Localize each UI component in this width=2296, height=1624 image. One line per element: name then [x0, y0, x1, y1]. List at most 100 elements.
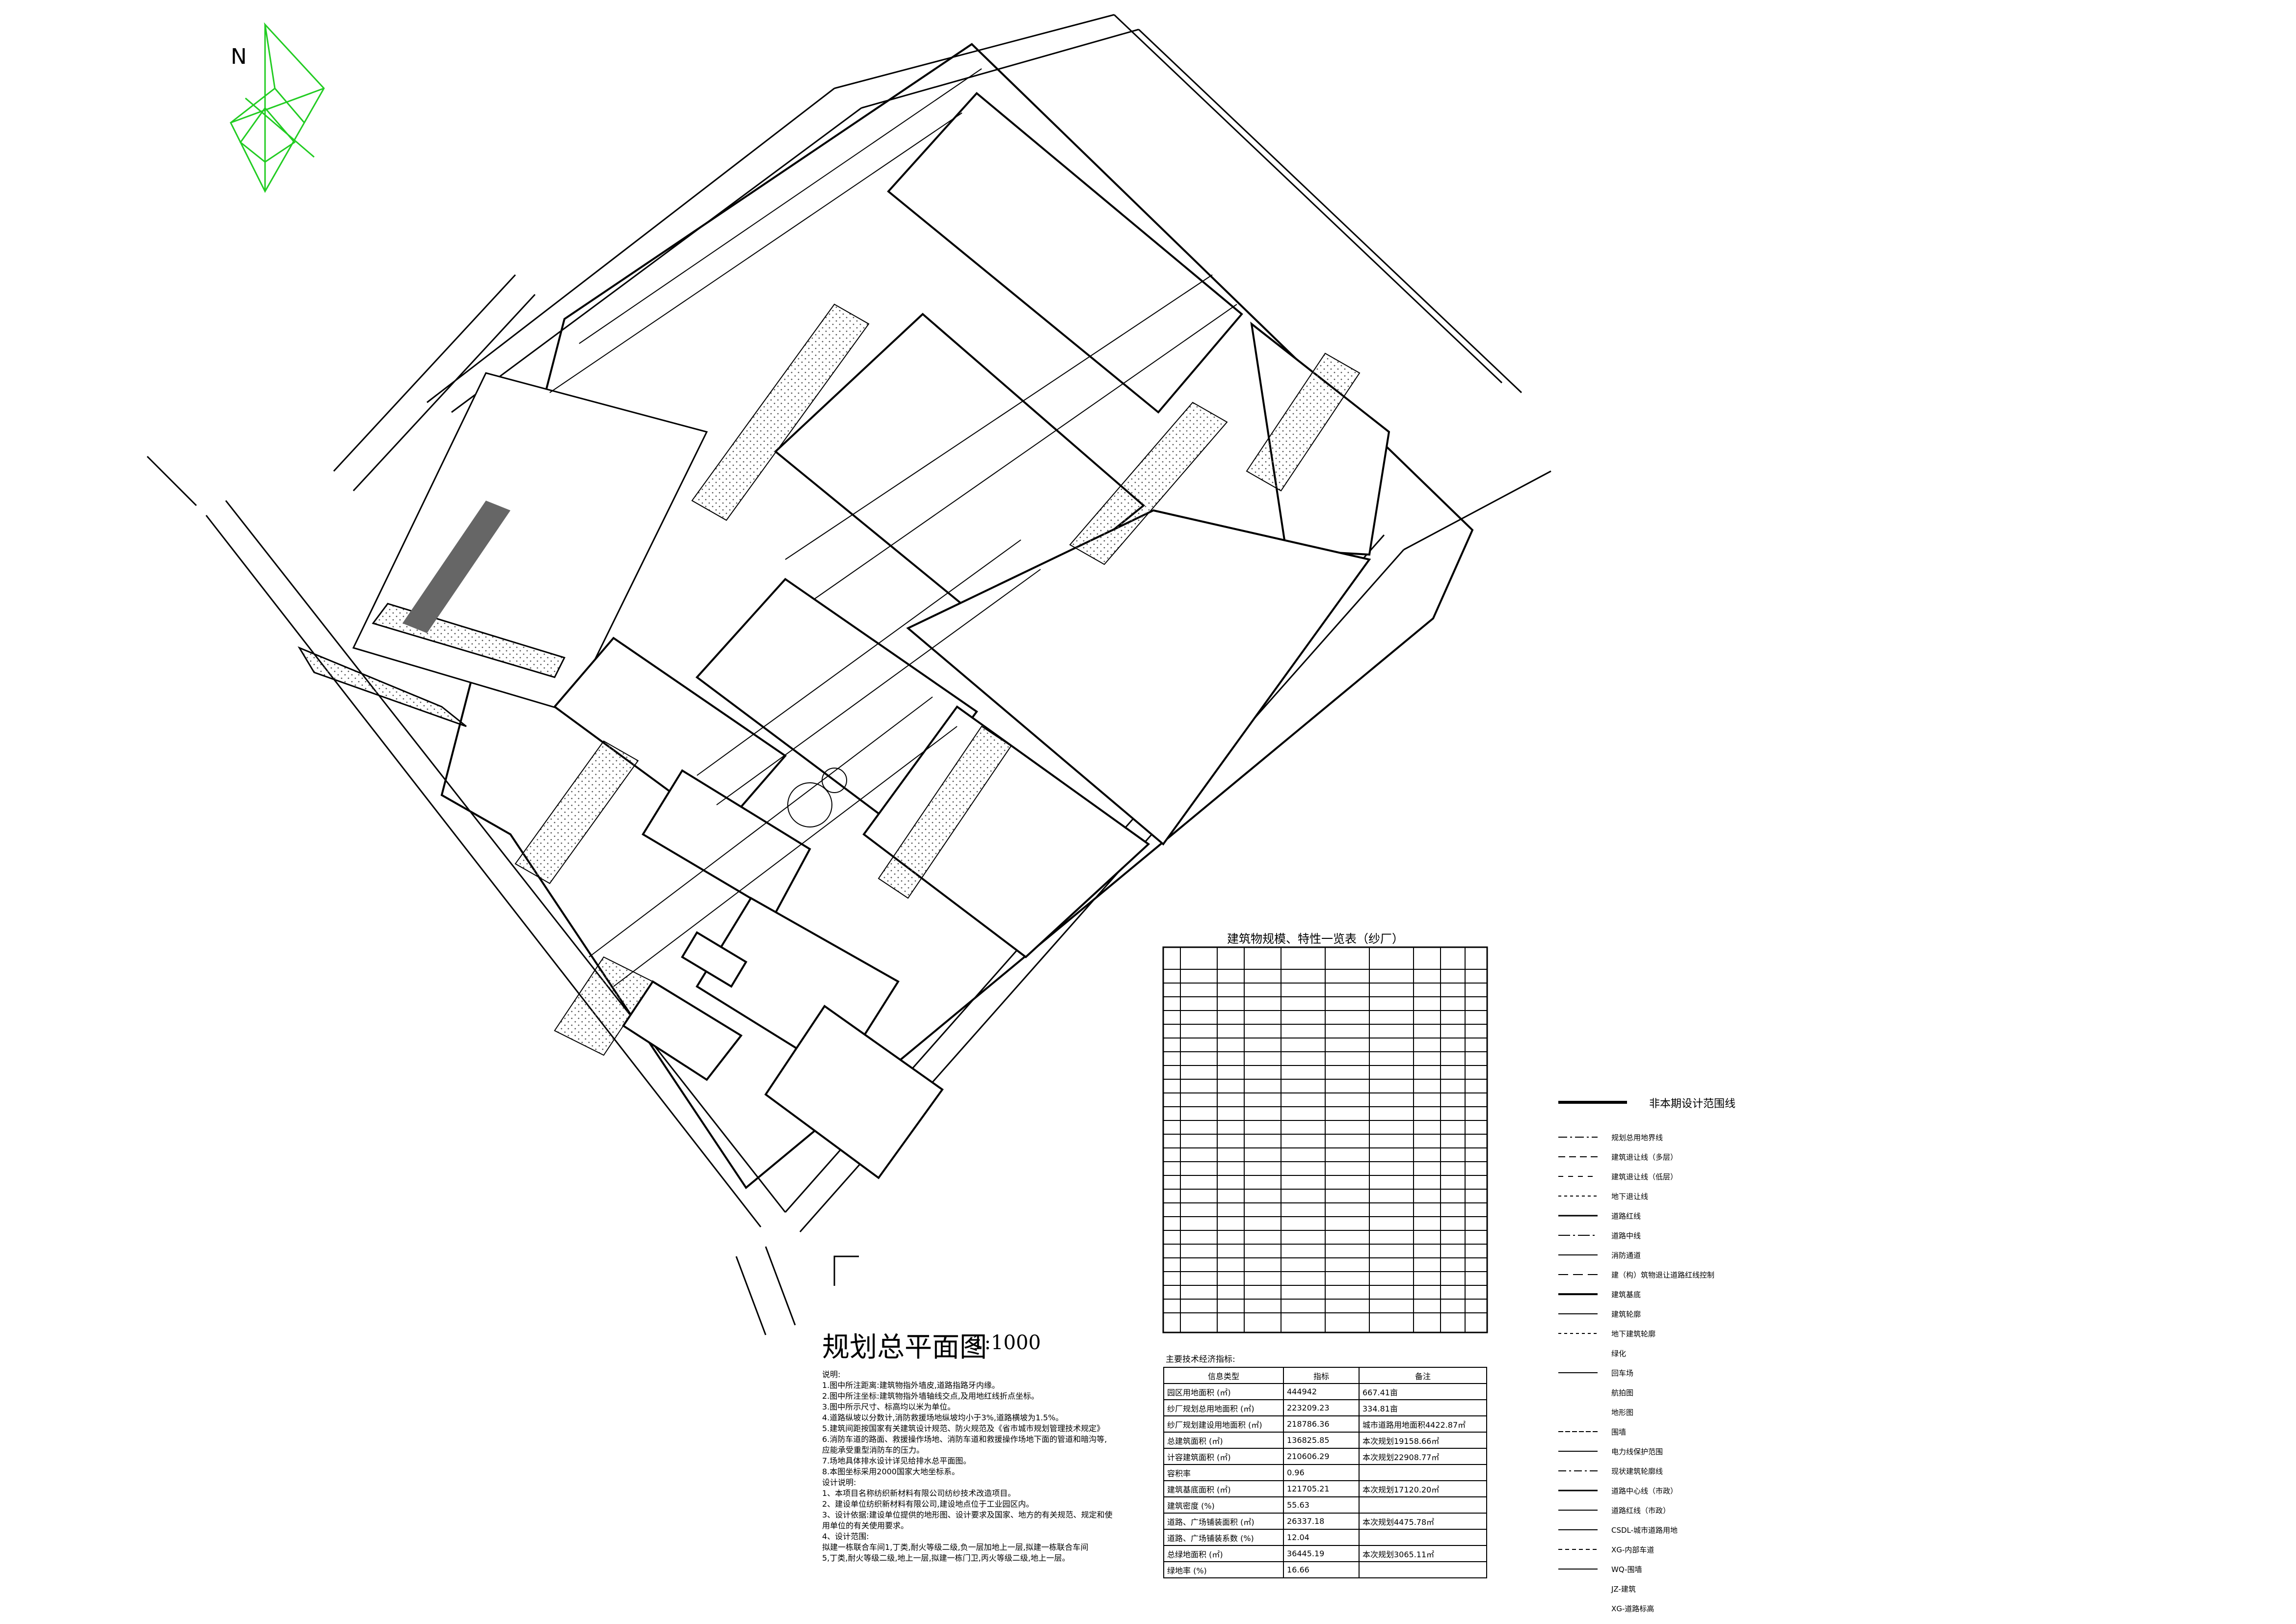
table-row: 园区用地面积 (㎡) 444942 667.41亩 — [1163, 1383, 1487, 1400]
table-cell: 园区用地面积 (㎡) — [1163, 1383, 1284, 1400]
table-header-row: 信息类型 指标 备注 — [1163, 1367, 1487, 1384]
table-cell: 334.81亩 — [1359, 1399, 1487, 1416]
design-notes: 说明: 1.图中所注距离:建筑物指外墙皮,道路指路牙内缘。 2.图中所注坐标:建… — [822, 1369, 1141, 1564]
legend-label: XG-道路标高 — [1611, 1604, 1655, 1613]
legend-label: XG-内部车道 — [1611, 1545, 1655, 1554]
table-cell: 0.96 — [1283, 1464, 1360, 1481]
legend-label: 建筑基底 — [1611, 1290, 1641, 1299]
legend-item: 消防通道 — [1558, 1245, 1833, 1265]
legend-item: 规划总用地界线 — [1558, 1127, 1833, 1147]
legend-label: 道路中线 — [1611, 1231, 1641, 1240]
table-row: 纱厂规划总用地面积 (㎡) 223209.23 334.81亩 — [1163, 1399, 1487, 1416]
table-cell: 纱厂规划总用地面积 (㎡) — [1163, 1399, 1284, 1416]
note-line: 6.消防车道的路面、救援操作场地、消防车道和救援操作场地下面的管道和暗沟等, — [822, 1435, 1107, 1444]
legend-label: 道路中心线（市政） — [1611, 1487, 1678, 1495]
table-cell: 总绿地面积 (㎡) — [1163, 1545, 1284, 1562]
legend-label: 建（构）筑物退让道路红线控制 — [1611, 1271, 1715, 1279]
legend-item: 绿化 — [1558, 1343, 1833, 1363]
note-line: 3、设计依据:建设单位提供的地形图、设计要求及国家、地方的有关规范、规定和使 — [822, 1510, 1113, 1519]
table-row: 总绿地面积 (㎡) 36445.19 本次规划3065.11㎡ — [1163, 1545, 1487, 1562]
legend-item: 建筑退让线（多层） — [1558, 1147, 1833, 1167]
legend-label: JZ-建筑 — [1611, 1585, 1636, 1594]
site-boundary — [440, 43, 1474, 1189]
note-line: 4.道路纵坡以分数计,消防救援场地纵坡均小于3%,道路横坡为1.5%。 — [822, 1413, 1064, 1422]
legend-item: CSDL-城市道路用地 — [1558, 1520, 1833, 1540]
table-row: 纱厂规划建设用地面积 (㎡) 218786.36 城市道路用地面积4422.87… — [1163, 1415, 1487, 1433]
note-line: 用单位的有关使用要求。 — [822, 1521, 909, 1530]
legend-item: WQ-围墙 — [1558, 1559, 1833, 1579]
legend-item: 道路中线 — [1558, 1225, 1833, 1245]
econ-table: 信息类型 指标 备注 园区用地面积 (㎡) 444942 667.41亩 纱厂规… — [1163, 1367, 1487, 1578]
note-line: 2.图中所注坐标:建筑物指外墙轴线交点,及用地红线折点坐标。 — [822, 1391, 1039, 1401]
legend-label: 道路红线 — [1611, 1212, 1641, 1221]
legend-item: 现状建筑轮廓线 — [1558, 1461, 1833, 1481]
table-header-cell: 指标 — [1283, 1367, 1360, 1384]
table-cell: 36445.19 — [1283, 1545, 1360, 1562]
legend-label: 地形图 — [1611, 1408, 1634, 1417]
table-row: 计容建筑面积 (㎡) 210606.29 本次规划22908.77㎡ — [1163, 1448, 1487, 1465]
table-cell: 223209.23 — [1283, 1399, 1360, 1416]
legend-item: 道路红线（市政） — [1558, 1500, 1833, 1520]
legend-label: 消防通道 — [1611, 1251, 1641, 1260]
table-cell: 计容建筑面积 (㎡) — [1163, 1448, 1284, 1465]
table-cell: 城市道路用地面积4422.87㎡ — [1359, 1415, 1487, 1433]
buildings — [553, 92, 1390, 1179]
legend-head: 非本期设计范围线 — [1558, 1092, 1833, 1112]
table-cell: 55.63 — [1283, 1496, 1360, 1514]
note-line: 5.建筑间距按国家有关建筑设计规范、防火规范及《省市城市规划管理技术规定》 — [822, 1424, 1105, 1433]
table-cell: 16.66 — [1283, 1561, 1360, 1578]
table-cell: 建筑基底面积 (㎡) — [1163, 1480, 1284, 1497]
legend-item: 电力线保护范围 — [1558, 1441, 1833, 1461]
note-line: 设计说明: — [822, 1478, 856, 1487]
legend-label: 道路红线（市政） — [1611, 1506, 1671, 1515]
legend-label: 建筑退让线（多层） — [1611, 1153, 1678, 1162]
legend-label: 地下建筑轮廓 — [1611, 1330, 1656, 1338]
table-row: 道路、广场铺装面积 (㎡) 26337.18 本次规划4475.78㎡ — [1163, 1513, 1487, 1530]
table-cell: 210606.29 — [1283, 1448, 1360, 1465]
legend-item: XG-内部车道 — [1558, 1540, 1833, 1559]
legend-item: XG-道路标高 — [1558, 1598, 1833, 1618]
note-line: 7.场地具体排水设计详见给排水总平面图。 — [822, 1456, 971, 1465]
table-cell: 道路、广场铺装面积 (㎡) — [1163, 1513, 1284, 1530]
table-cell: 121705.21 — [1283, 1480, 1360, 1497]
table-cell: 本次规划4475.78㎡ — [1359, 1513, 1487, 1530]
table-row: 总建筑面积 (㎡) 136825.85 本次规划19158.66㎡ — [1163, 1432, 1487, 1449]
table-cell: 总建筑面积 (㎡) — [1163, 1432, 1284, 1449]
table-cell — [1359, 1529, 1487, 1546]
econ-table-title: 主要技术经济指标: — [1166, 1355, 1235, 1364]
table-row: 容积率 0.96 — [1163, 1464, 1487, 1481]
note-line: 应能承受重型消防车的压力。 — [822, 1445, 925, 1455]
note-line: 4、设计范围: — [822, 1532, 869, 1541]
table-cell: 本次规划17120.20㎡ — [1359, 1480, 1487, 1497]
legend-label: WQ-围墙 — [1611, 1565, 1642, 1574]
legend-item: 地下退让线 — [1558, 1186, 1833, 1206]
note-line: 说明: — [822, 1370, 841, 1379]
table-header-cell: 信息类型 — [1163, 1367, 1284, 1384]
legend-item: 道路中心线（市政） — [1558, 1481, 1833, 1500]
table-cell: 道路、广场铺装系数 (%) — [1163, 1529, 1284, 1546]
building-table-grid — [1162, 946, 1488, 1333]
note-line: 2、建设单位纺织新材料有限公司,建设地点位于工业园区内。 — [822, 1499, 1034, 1509]
note-line: 8.本图坐标采用2000国家大地坐标系。 — [822, 1467, 960, 1476]
north-compass — [230, 22, 325, 193]
legend-item: 道路红线 — [1558, 1206, 1833, 1225]
legend-item: 地下建筑轮廓 — [1558, 1324, 1833, 1343]
legend-item: 建筑轮廓 — [1558, 1304, 1833, 1324]
table-cell: 容积率 — [1163, 1464, 1284, 1481]
plan-title: 规划总平面图 — [822, 1331, 987, 1363]
table-cell: 纱厂规划建设用地面积 (㎡) — [1163, 1415, 1284, 1433]
legend-label: 建筑退让线（低层） — [1611, 1172, 1678, 1181]
legend-item: JZ-建筑 — [1558, 1579, 1833, 1598]
building-table-title: 建筑物规模、特性一览表（纱厂） — [1227, 932, 1404, 946]
table-cell — [1359, 1464, 1487, 1481]
legend-label: 地下退让线 — [1611, 1192, 1649, 1201]
table-cell: 26337.18 — [1283, 1513, 1360, 1530]
table-cell — [1359, 1496, 1487, 1514]
legend-item: 回车场 — [1558, 1363, 1833, 1383]
table-header-cell: 备注 — [1359, 1367, 1487, 1384]
table-cell: 建筑密度 (%) — [1163, 1496, 1284, 1514]
legend-item: 航拍图 — [1558, 1383, 1833, 1402]
legend-label: 围墙 — [1611, 1428, 1627, 1437]
north-label: N — [231, 44, 247, 69]
table-cell: 12.04 — [1283, 1529, 1360, 1546]
